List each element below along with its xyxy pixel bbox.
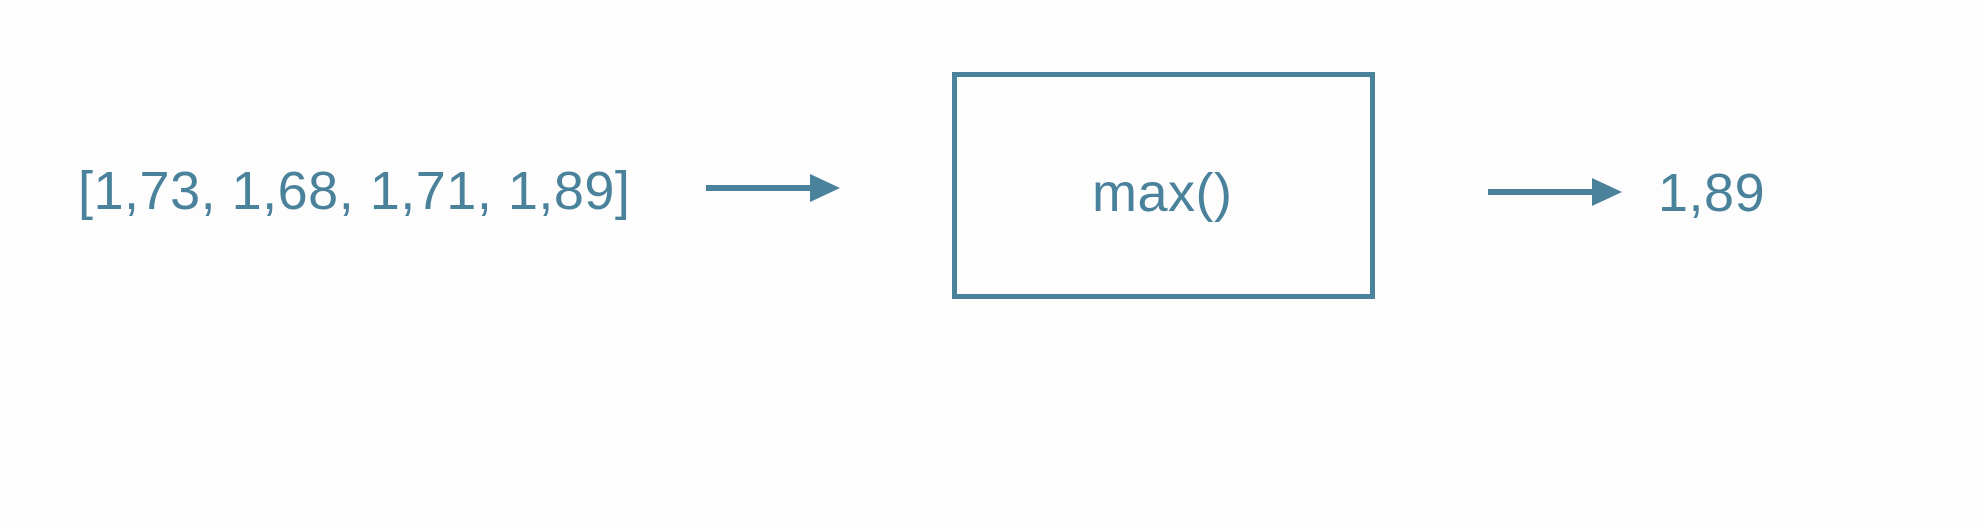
right-arrow-icon [1488, 178, 1622, 206]
right-arrow-icon [706, 174, 840, 202]
function-box [952, 72, 1375, 299]
output-value-label: 1,89 [1658, 163, 1766, 223]
input-list-label: [1,73, 1,68, 1,71, 1,89] [78, 161, 631, 221]
function-label: max() [1092, 163, 1233, 223]
